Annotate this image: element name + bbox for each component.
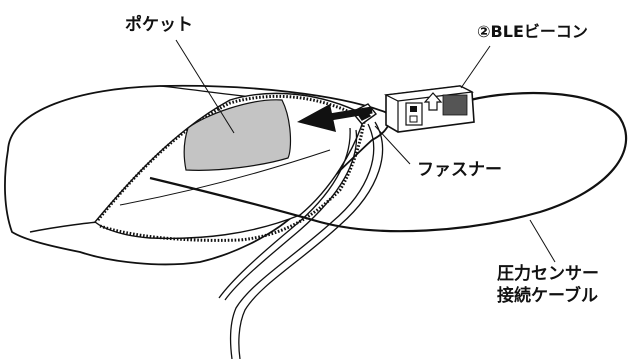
ble-beacon	[383, 85, 475, 133]
arrow-left-icon	[297, 104, 373, 132]
beacon-label: ②BLEビーコン	[477, 21, 588, 43]
beacon-label-text: ②BLEビーコン	[477, 22, 588, 41]
zipper-teeth-bottom	[99, 121, 366, 242]
zipper-cord-inner	[229, 123, 375, 359]
pocket-inner-line	[119, 149, 331, 206]
leader-beacon	[460, 45, 491, 89]
zipper-cord-outer	[238, 121, 384, 359]
leader-zipper	[374, 125, 411, 165]
leader-cable	[529, 219, 556, 263]
cable-label-line2: 接続ケーブル	[497, 286, 598, 306]
pocket-panel	[183, 99, 292, 171]
beacon-grille	[442, 94, 468, 116]
sensor-cable-inner	[149, 91, 628, 233]
arrow-up-outline-icon	[423, 92, 443, 111]
cable-label-line1: 圧力センサー	[497, 264, 599, 284]
zipper-label-text: ファスナー	[417, 160, 502, 180]
zipper-cord-loop	[224, 129, 358, 301]
zipper-teeth-top	[96, 94, 361, 221]
zipper-cord-loop-2	[218, 127, 351, 299]
cable-label: 圧力センサー 接続ケーブル	[497, 263, 599, 307]
leader-lines	[175, 39, 556, 263]
pocket-label: ポケット	[125, 14, 193, 36]
pocket-label-text: ポケット	[125, 15, 193, 35]
leader-pocket	[175, 39, 235, 134]
zipper-label: ファスナー	[417, 159, 502, 181]
